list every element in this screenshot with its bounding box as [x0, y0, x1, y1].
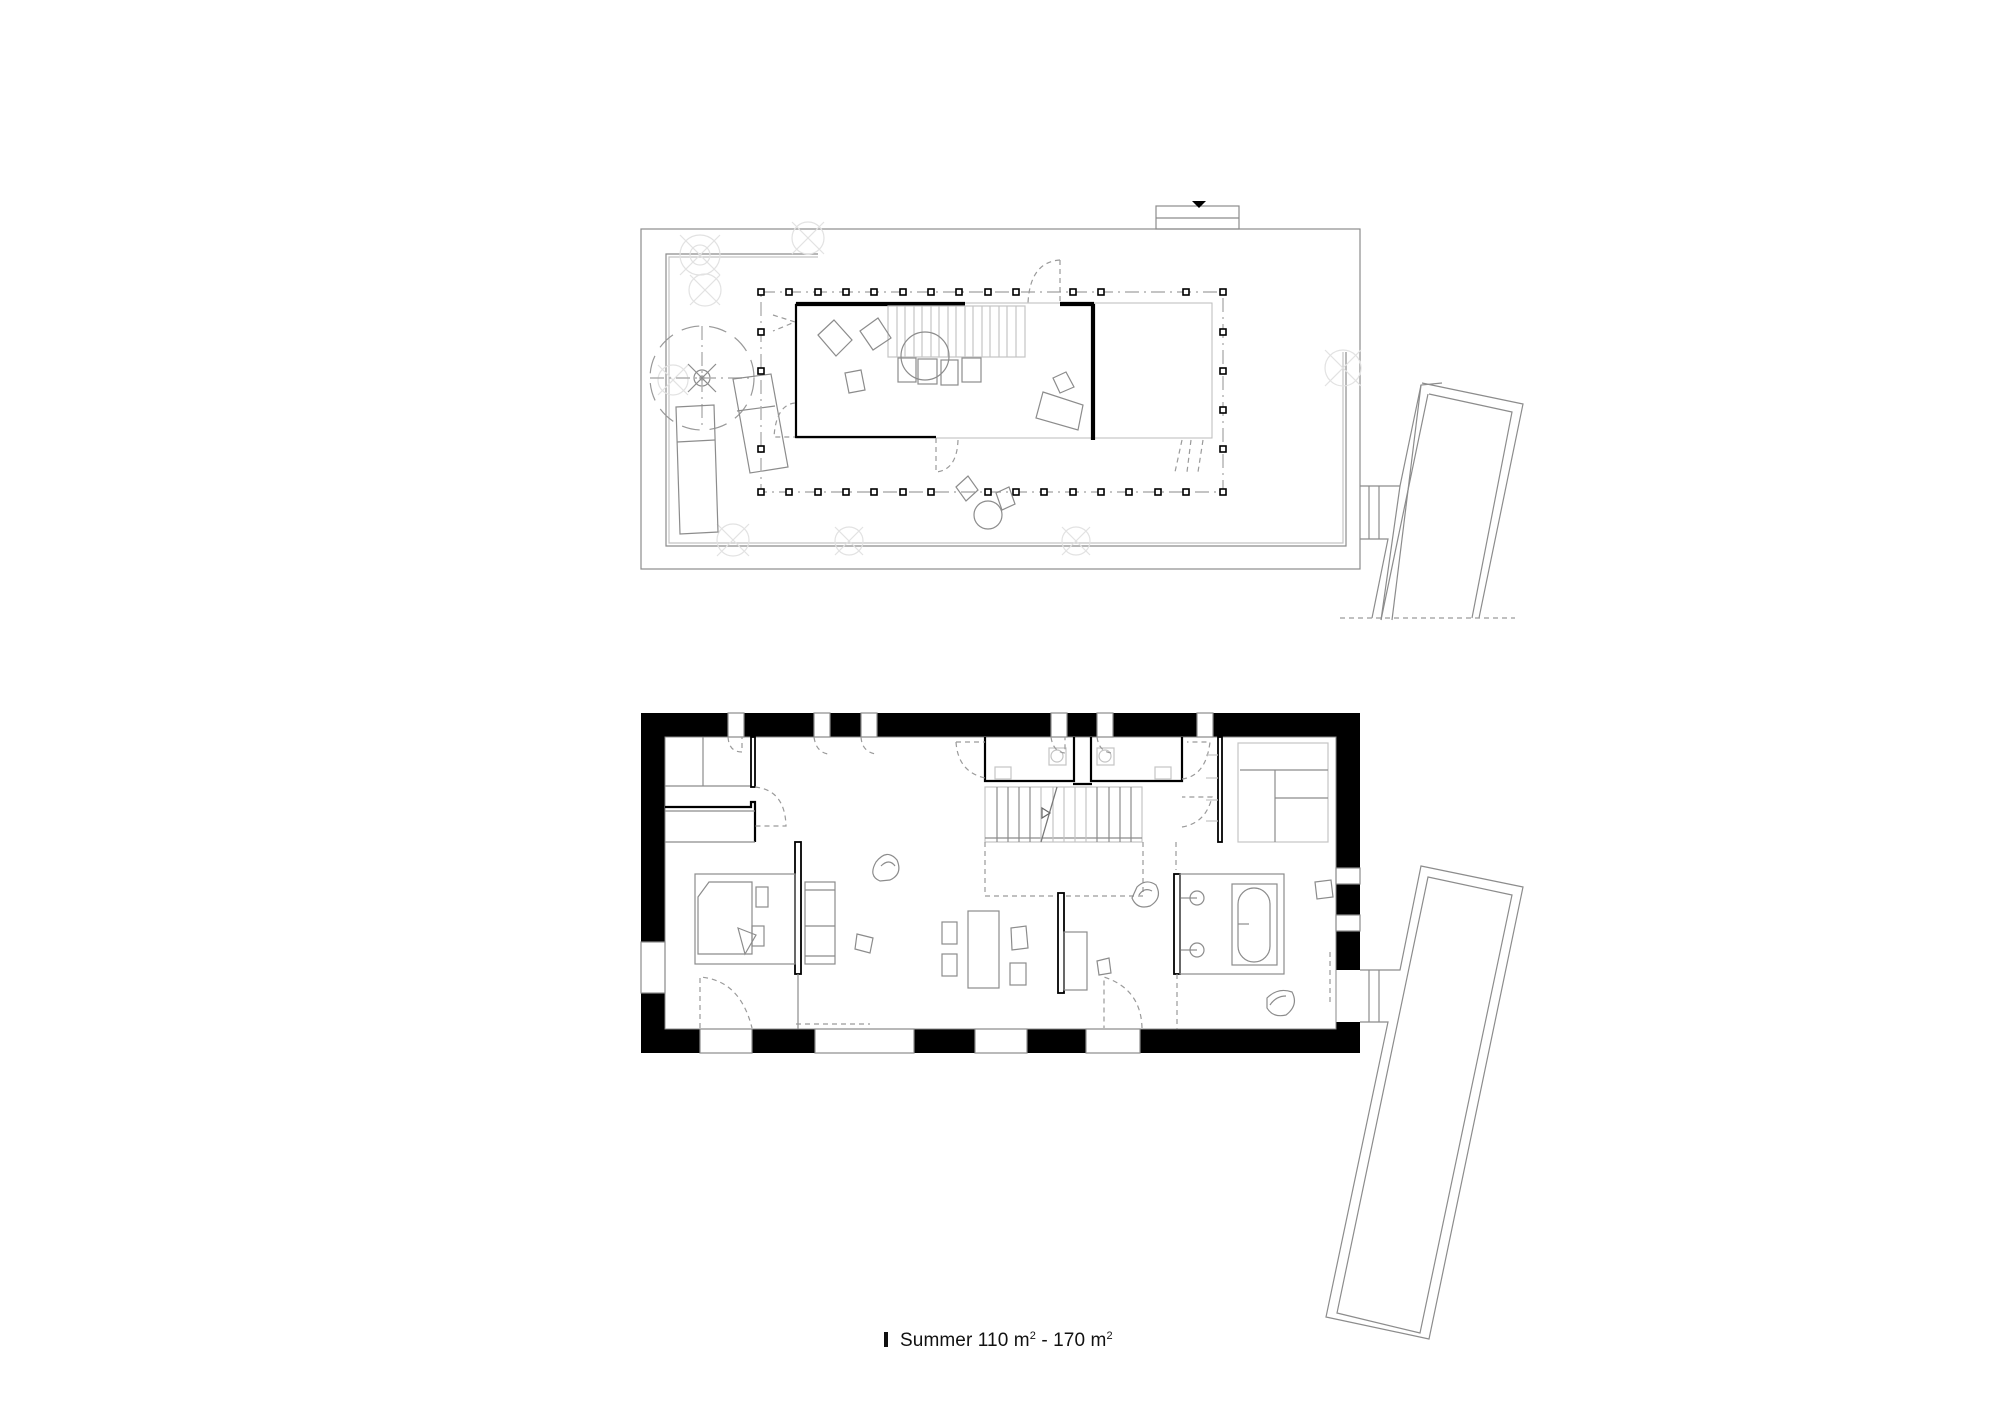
partition-wall — [1057, 892, 1065, 994]
caption-unit-min: m2 — [1013, 1330, 1036, 1351]
plant-icon — [1061, 526, 1091, 556]
entry-step — [1155, 201, 1240, 230]
roof-outline — [640, 228, 1361, 570]
caption-label: Summer — [900, 1330, 973, 1351]
ground-floor-plan — [640, 712, 1524, 1340]
plant-icon — [1324, 349, 1362, 387]
plant-icon — [679, 234, 721, 276]
living-area — [796, 853, 900, 1025]
caption-separator: - — [1041, 1330, 1048, 1351]
external-walls — [641, 713, 1360, 1053]
pavilion — [794, 301, 1213, 440]
caption-area-min: 110 — [977, 1330, 1009, 1351]
desk-ground — [1063, 931, 1088, 991]
plant-icon — [716, 523, 750, 557]
storage-closets — [665, 736, 877, 843]
sofa — [804, 881, 836, 965]
outdoor-table — [955, 475, 1016, 530]
staircase-ground — [984, 786, 1177, 897]
pool-lower — [1325, 865, 1524, 1340]
bedroom — [694, 841, 836, 1029]
plant-icon — [688, 273, 722, 307]
wc-rooms — [955, 736, 1213, 828]
window-openings — [640, 712, 1361, 1054]
sun-lounger — [732, 373, 789, 474]
dining-table-round — [817, 317, 950, 394]
floor-outline — [664, 736, 1337, 1030]
sun-lounger — [675, 404, 719, 535]
staircase — [887, 305, 1026, 358]
caption-area-max: 170 — [1053, 1330, 1086, 1351]
bed-platform — [694, 873, 796, 965]
plant-icon — [657, 364, 689, 396]
bathtub — [1237, 887, 1271, 963]
dining — [941, 910, 1029, 989]
pool-upper — [1340, 382, 1524, 621]
armchair-round — [872, 853, 900, 882]
bed — [697, 881, 753, 955]
plant-icon — [791, 221, 825, 255]
entry-arrow-icon — [1192, 201, 1206, 208]
columns — [757, 288, 1227, 496]
roof-terrace-plan — [640, 201, 1524, 621]
partition-wall — [794, 841, 802, 975]
plant-icons — [657, 221, 1362, 557]
armchairs — [897, 357, 982, 386]
column-grid — [760, 291, 1224, 493]
partition-wall — [1173, 873, 1181, 975]
side-table — [854, 933, 874, 954]
parapet — [665, 253, 1347, 547]
caption-unit-max: m2 — [1090, 1330, 1113, 1351]
caption-bar-marker — [884, 1332, 888, 1347]
plan-caption: Summer 110 m2 - 170 m2 — [884, 1330, 1113, 1352]
door-swings — [772, 259, 1204, 473]
vanity-bath-block — [1179, 873, 1285, 975]
dining-table — [967, 910, 1000, 989]
bathroom — [1173, 873, 1334, 1029]
wardrobe — [1206, 736, 1329, 843]
desk — [1035, 371, 1084, 431]
plant-icon — [834, 526, 864, 556]
study — [1057, 881, 1160, 1029]
stair-direction-icon — [1041, 806, 1052, 820]
